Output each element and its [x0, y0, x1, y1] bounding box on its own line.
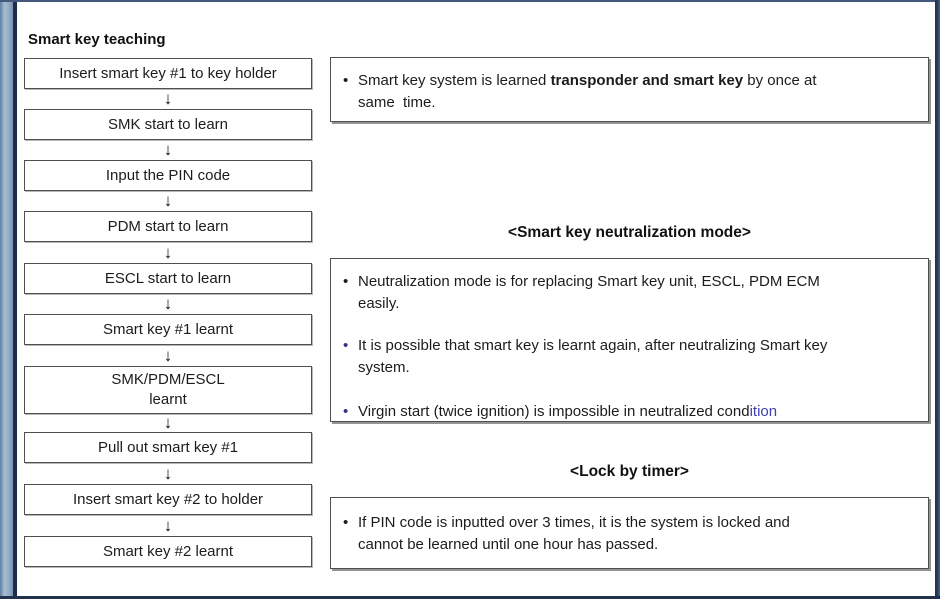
flow-step-pull-out-key1: Pull out smart key #1: [24, 432, 312, 463]
down-arrow-icon: ↓: [163, 89, 173, 108]
note-box-neutralization: • Neutralization mode is for replacing Sm…: [330, 258, 929, 422]
bullet-dot-icon: •: [343, 337, 349, 354]
note-bullet: • Smart key system is learned transponder…: [343, 70, 918, 114]
down-arrow-icon: ↓: [163, 294, 173, 313]
down-arrow-icon: ↓: [163, 463, 173, 483]
down-arrow-icon: ↓: [163, 191, 173, 210]
flow-step-escl-start: ESCL start to learn: [24, 263, 312, 294]
down-arrow-icon: ↓: [163, 140, 173, 159]
note-bullet: • Virgin start (twice ignition) is imposs…: [343, 401, 918, 423]
note-bullet: • If PIN code is inputted over 3 times, i…: [343, 512, 918, 556]
flow-step-smk-pdm-escl-learnt: SMK/PDM/ESCL learnt: [24, 366, 312, 414]
flow-step-smk-start: SMK start to learn: [24, 109, 312, 140]
heading-neutralization-mode: <Smart key neutralization mode>: [508, 224, 751, 241]
note-bullet: • Neutralization mode is for replacing Sm…: [343, 271, 918, 315]
note-box-transponder: • Smart key system is learned transponder…: [330, 57, 929, 122]
flow-step-insert-key1: Insert smart key #1 to key holder: [24, 58, 312, 89]
page-edge-top: [0, 0, 940, 2]
page-edge-bottom: [0, 596, 940, 599]
heading-lock-by-timer: <Lock by timer>: [570, 463, 689, 480]
page-edge-right: [935, 0, 940, 599]
down-arrow-icon: ↓: [163, 515, 173, 535]
note-bullet: • It is possible that smart key is learnt…: [343, 335, 918, 379]
page-edge-left-navy: [13, 0, 17, 599]
flow-step-key2-learnt: Smart key #2 learnt: [24, 536, 312, 567]
flow-step-key1-learnt: Smart key #1 learnt: [24, 314, 312, 345]
note-text: Virgin start (twice ignition) is impossi…: [358, 403, 778, 420]
bullet-dot-icon: •: [343, 72, 349, 89]
note-text: If PIN code is inputted over 3 times, it…: [358, 514, 790, 553]
note-text: Neutralization mode is for replacing Sma…: [358, 273, 820, 312]
down-arrow-icon: ↓: [163, 242, 173, 262]
flow-step-pdm-start: PDM start to learn: [24, 211, 312, 242]
down-arrow-icon: ↓: [163, 345, 173, 365]
bullet-dot-icon: •: [343, 514, 349, 531]
note-text: Smart key system is learned transponder …: [358, 72, 817, 111]
page-edge-left-blue: [0, 0, 13, 599]
flow-step-input-pin: Input the PIN code: [24, 160, 312, 191]
note-box-lock-by-timer: • If PIN code is inputted over 3 times, i…: [330, 497, 929, 569]
bullet-dot-icon: •: [343, 273, 349, 290]
page-title: Smart key teaching: [28, 31, 166, 48]
bullet-dot-icon: •: [343, 403, 349, 420]
note-text: It is possible that smart key is learnt …: [358, 337, 828, 376]
flow-step-insert-key2: Insert smart key #2 to holder: [24, 484, 312, 515]
down-arrow-icon: ↓: [163, 413, 173, 432]
